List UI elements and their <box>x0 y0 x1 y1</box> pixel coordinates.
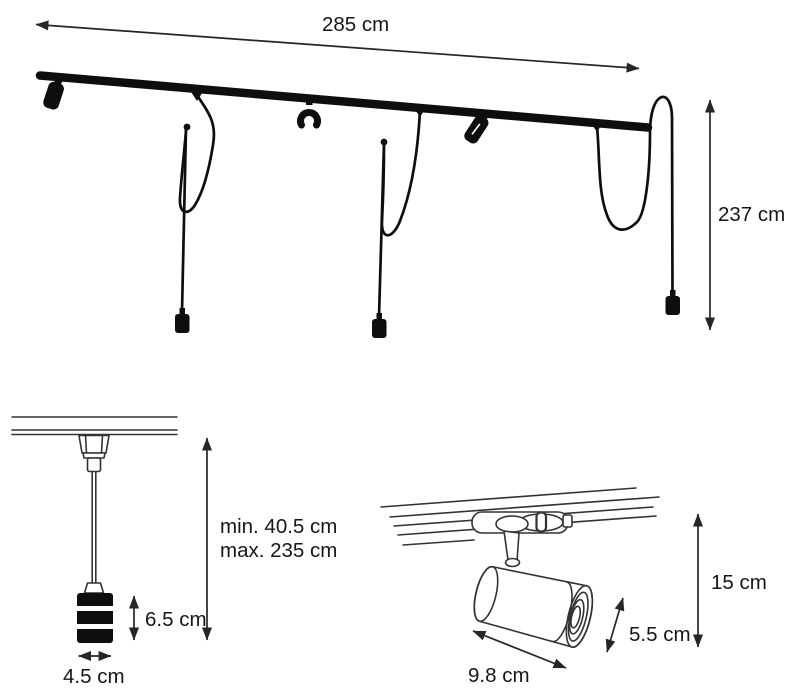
spot-1 <box>43 73 65 110</box>
spot-stem <box>503 530 521 568</box>
pendant-detail-diagram: min. 40.5 cm max. 235 cm 6.5 cm 4.5 cm <box>11 416 337 688</box>
pendant-socket <box>77 593 113 643</box>
spot-body-length-label: 9.8 cm <box>468 664 530 687</box>
pendant-suspension-cord <box>91 470 97 584</box>
pendant-socket-2 <box>372 313 387 338</box>
overview-diagram: 285 cm <box>35 13 785 338</box>
width-dimension-arrow <box>35 20 640 73</box>
spot-head-diameter-label: 5.5 cm <box>629 623 691 646</box>
drop-height-dimension-label: 237 cm <box>718 203 785 226</box>
spot-detail-diagram: 15 cm 5.5 cm 9.8 cm <box>380 487 767 687</box>
spot-body-length-arrow <box>472 630 567 669</box>
pendant-track-adapter <box>78 434 110 473</box>
suspension-max-label: max. 235 cm <box>220 539 337 562</box>
spot-height-label: 15 cm <box>711 571 767 594</box>
pendant-cord-1 <box>175 89 216 333</box>
socket-height-label: 6.5 cm <box>145 608 207 631</box>
spot-3 <box>464 109 492 144</box>
pendant-track-profile <box>11 416 178 436</box>
pendant-cord-2 <box>372 105 427 338</box>
width-dimension-label: 285 cm <box>322 13 389 36</box>
spot-2 <box>297 95 321 129</box>
pendant-cord-cap <box>83 582 105 594</box>
pendant-socket-3 <box>665 290 680 315</box>
spot-track-adapter <box>471 511 573 534</box>
socket-width-label: 4.5 cm <box>63 665 125 688</box>
track-rail <box>35 71 653 132</box>
pendant-socket-1 <box>175 308 190 333</box>
adapter-lever <box>535 511 548 533</box>
suspension-min-label: min. 40.5 cm <box>220 515 337 538</box>
pendant-cord-3 <box>589 95 680 315</box>
spot-body <box>473 565 594 648</box>
spot-head-diameter-arrow <box>605 597 625 653</box>
